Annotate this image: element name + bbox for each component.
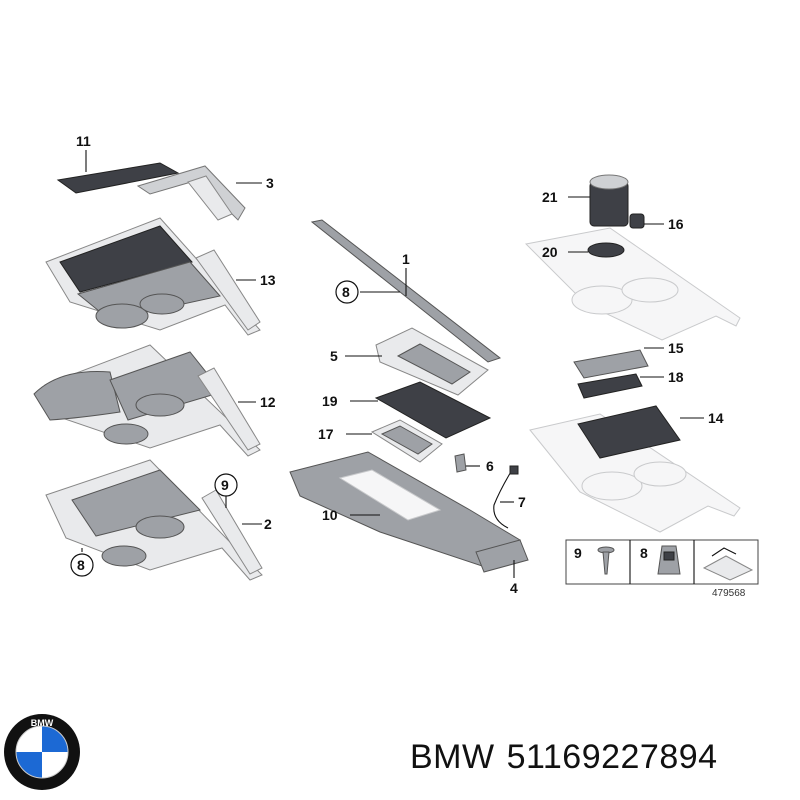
- arrow-icon: [702, 547, 754, 581]
- callout-17: 17: [318, 426, 334, 442]
- legend-label-8: 8: [640, 545, 648, 561]
- part-7-wire: [493, 465, 519, 529]
- diagram-reference-number: 479568: [712, 588, 746, 599]
- part-4-bracket: [475, 539, 529, 573]
- part-11-cover: [56, 162, 180, 194]
- brand-name: BMW: [410, 738, 495, 776]
- part-12-console: [33, 344, 261, 457]
- callout-11: 11: [76, 133, 91, 149]
- part-16-cap: [629, 213, 645, 229]
- callout-13: 13: [260, 272, 276, 288]
- callout-18: 18: [668, 369, 684, 385]
- callout-14: 14: [708, 410, 724, 426]
- part-19-mat: [374, 381, 492, 439]
- callout-12: 12: [260, 394, 276, 410]
- callout-15: 15: [668, 340, 684, 356]
- callout-4: 4: [510, 580, 518, 596]
- part-2-console: [45, 459, 263, 581]
- legend-label-9: 9: [574, 545, 582, 561]
- part-3-trim-frame: [136, 165, 246, 221]
- part-6-clip: [454, 453, 467, 473]
- callout-8-mid: 8: [342, 284, 350, 300]
- callout-8-left: 8: [77, 557, 85, 573]
- screw-icon: [597, 546, 615, 575]
- part-13-console: [45, 217, 261, 336]
- callout-10: 10: [322, 507, 338, 523]
- part-console-top-right: [524, 227, 741, 341]
- svg-text:BMW: BMW: [31, 718, 54, 728]
- callout-20: 20: [542, 244, 558, 260]
- part-number: 51169227894: [506, 738, 718, 776]
- part-15-insert: [573, 349, 649, 379]
- legend-box: 9 8: [565, 539, 759, 585]
- callout-19: 19: [322, 393, 338, 409]
- callout-16: 16: [668, 216, 684, 232]
- part-20-washer: [587, 242, 625, 258]
- part-5-bracket: [375, 327, 489, 396]
- callout-3: 3: [266, 175, 274, 191]
- callout-6: 6: [486, 458, 494, 474]
- callout-21: 21: [542, 189, 558, 205]
- part-21-cup: [589, 174, 629, 227]
- callout-9: 9: [221, 477, 229, 493]
- part-18-mat: [577, 373, 643, 399]
- bmw-logo-icon: BMW: [4, 714, 80, 790]
- brand-part-number: BMW 51169227894: [410, 738, 730, 777]
- callout-1: 1: [402, 251, 410, 267]
- part-14-console: [529, 405, 741, 533]
- callout-7: 7: [518, 494, 526, 510]
- callout-2: 2: [264, 516, 272, 532]
- callout-5: 5: [330, 348, 338, 364]
- clip-icon: [657, 545, 681, 575]
- part-17-tray: [370, 419, 443, 463]
